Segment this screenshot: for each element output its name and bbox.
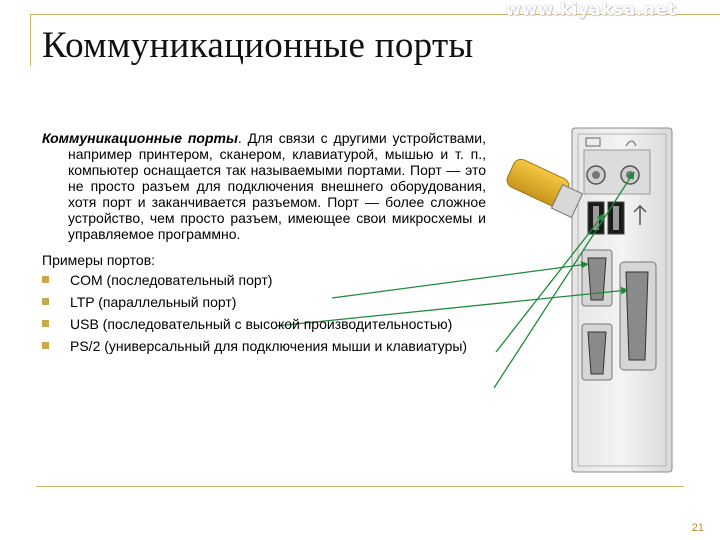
page-number: 21 <box>691 522 704 534</box>
intro-text: . Для связи с другими устройствами, напр… <box>68 130 486 242</box>
lpt-port <box>625 271 649 361</box>
list-item: USB (последовательный с высокой производ… <box>42 316 486 332</box>
bullet-icon <box>42 342 49 349</box>
examples-heading: Примеры портов: <box>42 252 156 268</box>
frame-top-line <box>30 14 720 15</box>
arrow-ps2 <box>493 171 635 389</box>
footer-line <box>36 486 684 487</box>
arrow-lpt <box>275 286 629 327</box>
usb-plug <box>506 158 584 219</box>
bullet-icon <box>42 320 49 327</box>
list-item: LTP (параллельный порт) <box>42 294 486 310</box>
bullet-icon <box>42 276 49 283</box>
bullet-icon <box>42 298 49 305</box>
page-title: Коммуникационные порты <box>42 25 474 66</box>
watermark: www.kiyaksa.net <box>505 0 676 20</box>
arrow-com <box>331 261 589 299</box>
content-block: Коммуникационные порты. Для связи с друг… <box>42 130 486 360</box>
list-item: COM (последовательный порт) <box>42 272 486 288</box>
com-port-1 <box>587 257 607 301</box>
term: Коммуникационные порты <box>42 130 238 146</box>
ports-list: COM (последовательный порт) LTP (паралле… <box>42 272 486 354</box>
com-port-2 <box>587 331 607 375</box>
list-item: PS/2 (универсальный для подключения мыши… <box>42 338 486 354</box>
frame-left-line <box>30 14 31 66</box>
intro-paragraph: Коммуникационные порты. Для связи с друг… <box>42 130 486 242</box>
arrow-usb <box>495 213 605 353</box>
